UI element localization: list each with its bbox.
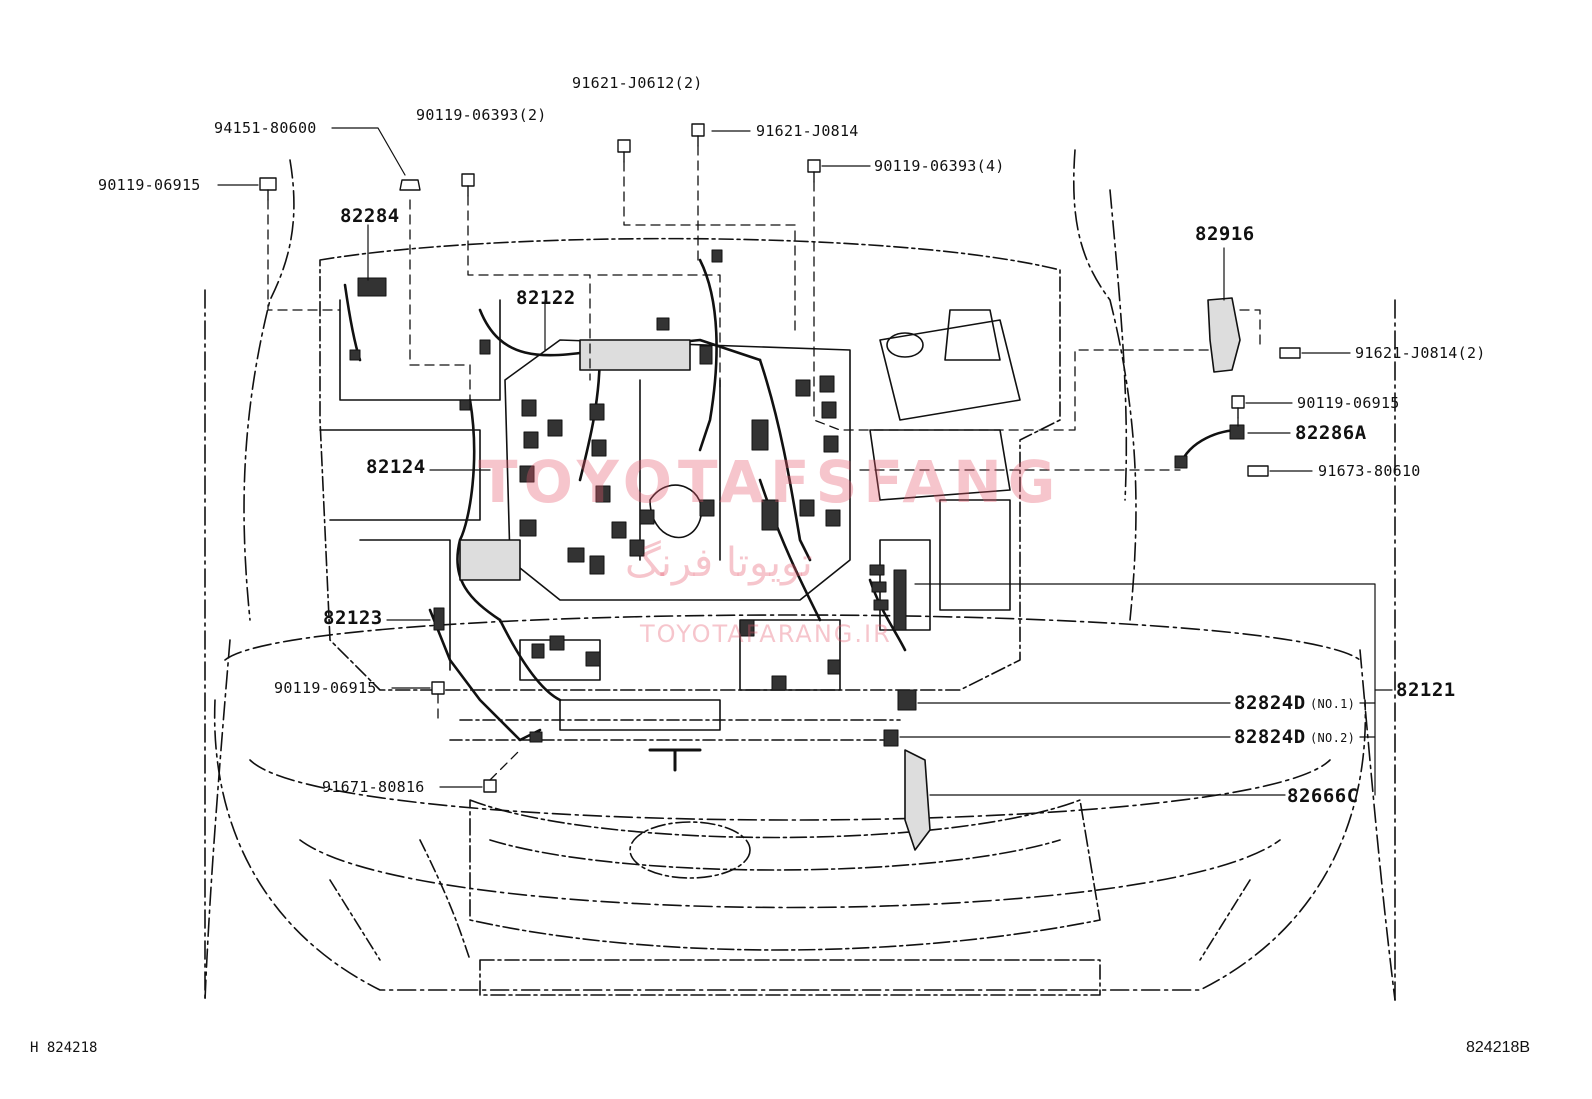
callout-90119-06393-2: 90119-06393(2): [416, 106, 547, 124]
callout-82666c: 82666C: [1287, 785, 1359, 807]
callout-90119-06915-top: 90119-06915: [98, 176, 201, 194]
callout-82122: 82122: [516, 287, 576, 309]
callout-82121: 82121: [1396, 679, 1456, 701]
callout-82824d-no2: 82824D: [1234, 726, 1306, 748]
callout-94151-80600: 94151-80600: [214, 119, 317, 137]
callout-91621-j0612-2: 91621-J0612(2): [572, 74, 703, 92]
callout-91673-80610: 91673-80610: [1318, 462, 1421, 480]
callout-91671-80816: 91671-80816: [322, 778, 425, 796]
brackets: [459, 297, 1241, 851]
bumper-grille: [329, 799, 1251, 996]
callout-82824d-no2-note: (NO.2): [1310, 731, 1356, 745]
callout-90119-06915-right: 90119-06915: [1297, 394, 1400, 412]
callout-82284: 82284: [340, 205, 400, 227]
footer-figure-code: 824218B: [1466, 1039, 1531, 1056]
callout-91621-j0814: 91621-J0814: [756, 122, 859, 140]
callout-82916: 82916: [1195, 223, 1255, 245]
callout-82123: 82123: [323, 607, 383, 629]
callout-82824d-no1-note: (NO.1): [1310, 697, 1356, 711]
callout-90119-06393-4: 90119-06393(4): [874, 157, 1005, 175]
callout-90119-06915-left: 90119-06915: [274, 679, 377, 697]
callout-82824d-no1: 82824D: [1234, 692, 1306, 714]
connectors: [349, 249, 1245, 747]
footer-diagram-code: H 824218: [30, 1040, 98, 1056]
assembly-lines: [267, 145, 1261, 781]
car-body-outline: [204, 149, 1396, 1001]
engine-bay: [319, 237, 1061, 772]
bolts: [259, 123, 1301, 793]
callout-82124: 82124: [366, 456, 426, 478]
leader-lines: [217, 127, 1393, 796]
callout-91621-j0814-2: 91621-J0814(2): [1355, 344, 1486, 362]
callout-82286a: 82286A: [1295, 422, 1367, 444]
